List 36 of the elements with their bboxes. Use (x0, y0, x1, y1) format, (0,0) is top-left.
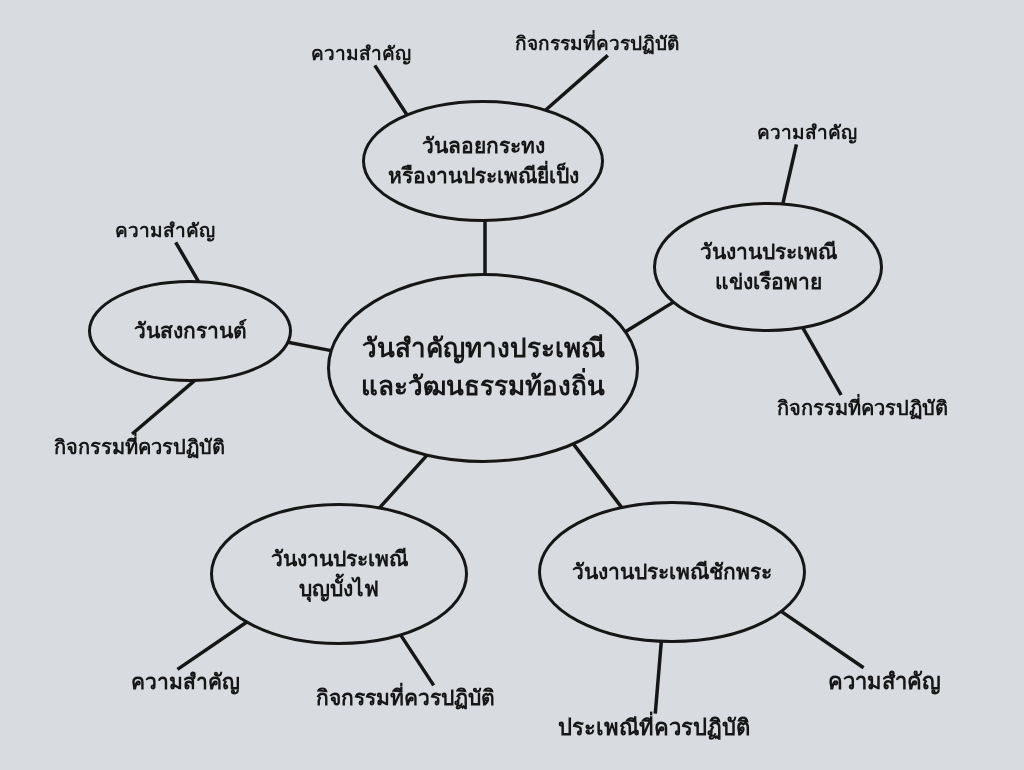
branch-label: ประเพณีที่ควรปฏิบัติ (558, 713, 750, 743)
connector-line (571, 442, 624, 509)
branch-label: ความสำคัญ (130, 669, 240, 697)
branch-label: ความสำคัญ (115, 217, 215, 243)
branch-label: กิจกรรมที่ควรปฏิบัติ (515, 30, 679, 56)
connector-line (653, 641, 664, 714)
connector-line (780, 609, 865, 670)
connector-line (176, 620, 248, 671)
connector-line (399, 633, 436, 687)
branch-label: ความสำคัญ (311, 40, 411, 66)
connector-line (287, 340, 332, 353)
festival-name: วันงานประเพณีแข่งเรือพาย (699, 238, 837, 296)
branch-label: กิจกรรมที่ควรปฏิบัติ (776, 395, 948, 421)
connector-line (801, 326, 843, 396)
connector-line (377, 454, 429, 510)
festival-ellipse (538, 501, 806, 643)
festival-name: วันลอยกระทงหรืองานประเพณียี่เป็ง (387, 132, 579, 190)
branch-label: ความสำคัญ (827, 667, 941, 697)
festival-ellipse (88, 280, 292, 382)
festival-name: วันงานประเพณีบุญบั้งไฟ (270, 545, 408, 604)
connector-line (781, 143, 799, 205)
festival-ellipse (362, 100, 604, 222)
branch-label: กิจกรรมที่ควรปฏิบัติ (53, 434, 225, 460)
connector-line (174, 241, 201, 283)
connector-line (483, 220, 487, 275)
main-topic-ellipse (327, 273, 639, 463)
connector-line (131, 379, 196, 436)
connector-line (544, 54, 609, 112)
connector-line (373, 64, 409, 117)
festival-name: วันงานประเพณีชักพระ (572, 558, 772, 586)
main-topic-text: วันสำคัญทางประเพณีและวัฒนธรรมท้องถิ่น (361, 332, 605, 403)
festival-ellipse (210, 503, 468, 645)
festival-ellipse (653, 202, 883, 332)
festival-name: วันสงกรานต์ (133, 317, 247, 345)
branch-label: ความสำคัญ (757, 119, 857, 145)
connector-line (624, 300, 675, 334)
